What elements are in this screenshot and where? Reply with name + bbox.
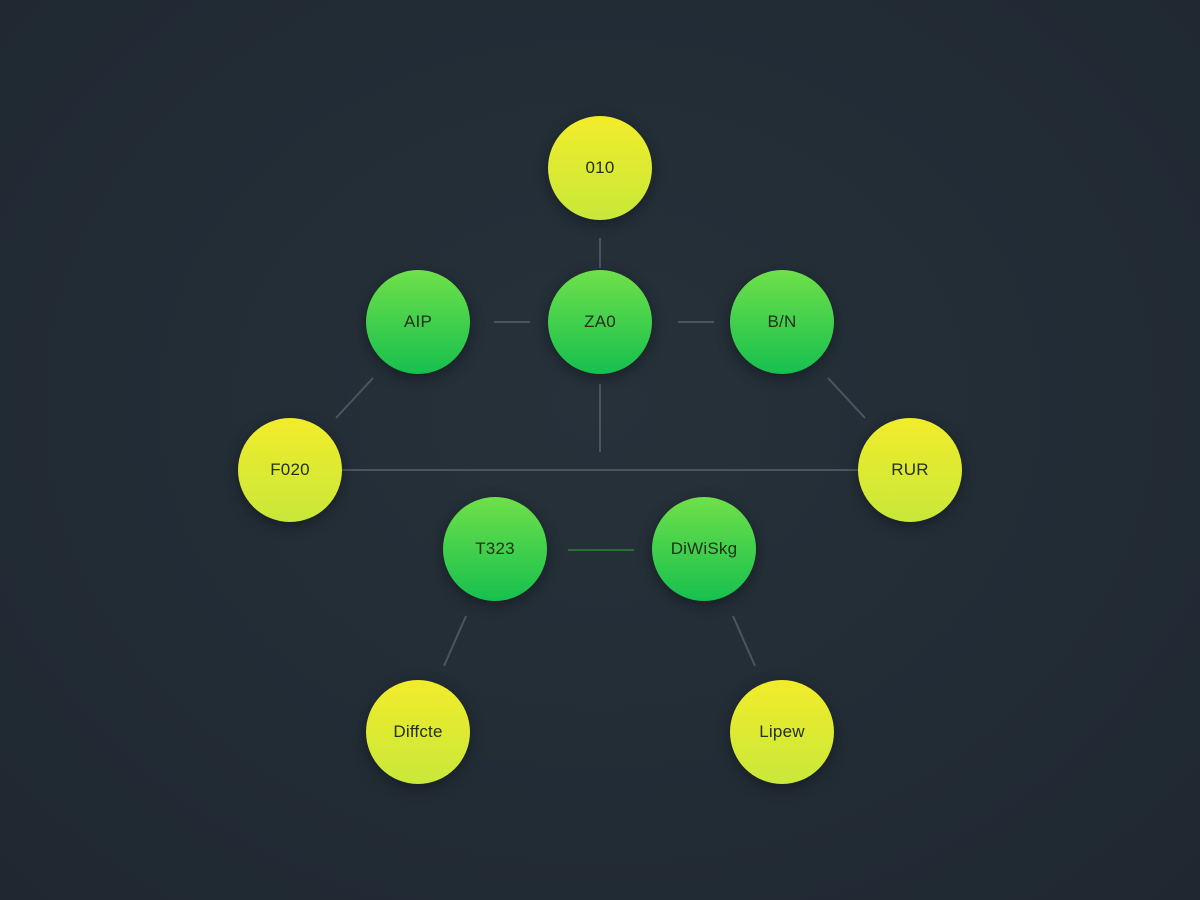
node-label: T323	[475, 539, 515, 558]
node-label: F020	[270, 460, 310, 479]
node-label: ZA0	[584, 312, 616, 331]
node-label: Diffcte	[393, 722, 443, 741]
node-f020[interactable]: F020	[238, 418, 342, 522]
edge-left-farleft	[335, 377, 374, 419]
edge-lowerleft-bottomleft	[443, 615, 467, 667]
node-label: B/N	[767, 312, 797, 331]
node-za0[interactable]: ZA0	[548, 270, 652, 374]
node-bn[interactable]: B/N	[730, 270, 834, 374]
node-rur[interactable]: RUR	[858, 418, 962, 522]
node-lipew[interactable]: Lipew	[730, 680, 834, 784]
node-label: DiWiSkg	[670, 539, 738, 558]
node-diwiskg[interactable]: DiWiSkg	[652, 497, 756, 601]
node-label: AIP	[403, 312, 432, 331]
node-label: 010	[585, 158, 615, 177]
edge-lowerright-bottomright	[732, 615, 756, 667]
node-label: RUR	[891, 460, 929, 479]
node-diffcte[interactable]: Diffcte	[366, 680, 470, 784]
node-aip[interactable]: AIP	[366, 270, 470, 374]
node-label: Lipew	[759, 722, 805, 741]
edge-right-farright	[827, 377, 866, 419]
node-t323[interactable]: T323	[443, 497, 547, 601]
node-010[interactable]: 010	[548, 116, 652, 220]
